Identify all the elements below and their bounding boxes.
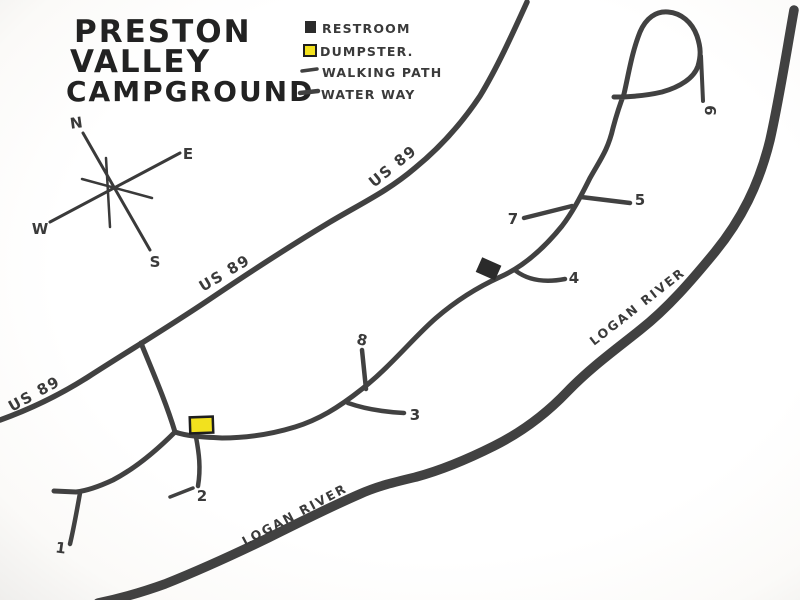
title-line-1: PRESTON	[74, 14, 252, 50]
compass-west-label: W	[32, 220, 49, 238]
legend-water-way-label: WATER WAY	[321, 87, 416, 102]
site-3-label: 3	[410, 406, 420, 424]
site-3-spur	[345, 400, 407, 416]
restroom-marker	[475, 257, 502, 281]
title-line-3: CAMPGROUND	[66, 75, 314, 108]
site-1-spur	[67, 490, 83, 547]
site-4-label: 4	[569, 269, 579, 287]
logan-river	[94, 5, 799, 600]
compass-ns-line	[81, 131, 152, 252]
compass-rose: N E S W	[32, 113, 193, 271]
legend-water-way-swatch	[297, 88, 321, 96]
us89-highway	[0, 0, 530, 423]
site-5-label: 5	[635, 191, 645, 209]
title-line-2: VALLEY	[70, 44, 211, 80]
logan-river-label-lower: LOGAN RIVER	[239, 480, 349, 548]
legend-dumpster-swatch	[303, 44, 317, 57]
site-7-label: 7	[508, 210, 518, 228]
compass-east-label: E	[183, 145, 193, 163]
walking-path	[168, 486, 195, 499]
legend: RESTROOM DUMPSTER. WALKING PATH WATER WA…	[297, 21, 442, 102]
legend-dumpster-label: DUMPSTER.	[320, 44, 414, 59]
compass-south-label: S	[150, 253, 161, 271]
legend-restroom-swatch	[305, 21, 316, 33]
site-8-label: 8	[355, 330, 369, 350]
site-6-label: 6	[701, 104, 720, 116]
compass-north-label: N	[69, 113, 84, 133]
campground-southwest-road	[51, 429, 178, 495]
site-7-spur	[521, 203, 575, 221]
legend-walking-path-label: WALKING PATH	[322, 65, 442, 80]
site-1-label: 1	[54, 538, 67, 557]
dumpster-marker	[188, 415, 215, 435]
legend-restroom-label: RESTROOM	[322, 21, 411, 36]
map-title: PRESTON VALLEY CAMPGROUND	[66, 14, 314, 108]
site-8-spur	[359, 347, 369, 392]
legend-walking-path-swatch	[300, 67, 319, 73]
site-2-spur	[193, 434, 202, 489]
campground-main-road	[138, 9, 703, 441]
compass-short-vertical-line	[104, 156, 112, 229]
compass-short-horizontal-line	[80, 177, 154, 200]
site-2-label: 2	[197, 487, 207, 505]
site-5-spur	[578, 194, 633, 206]
site-4-spur	[513, 268, 568, 283]
site-6-spur	[699, 54, 705, 103]
